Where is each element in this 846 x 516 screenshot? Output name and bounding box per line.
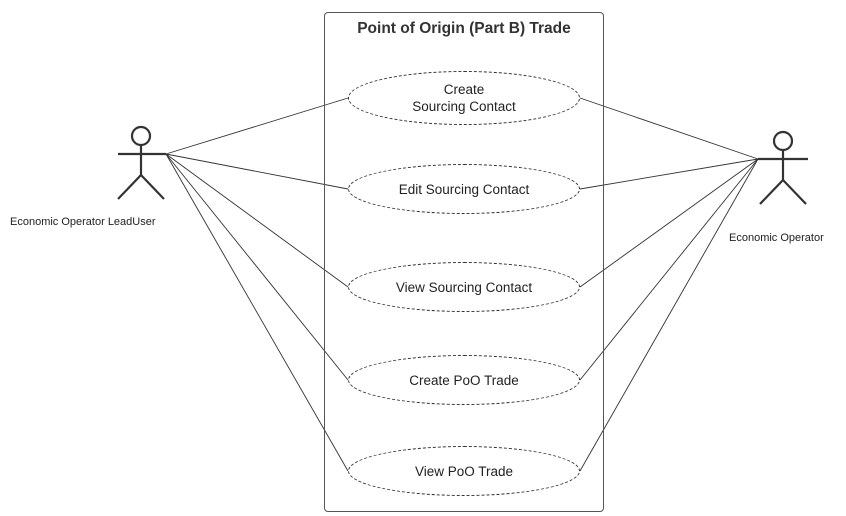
actor-operator-figure xyxy=(758,130,808,205)
actor-leaduser-label: Economic Operator LeadUser xyxy=(10,216,156,228)
usecase-edit-sourcing-contact-label: Edit Sourcing Contact xyxy=(398,181,530,197)
association-operator-view-sourcing-contact xyxy=(579,158,759,288)
association-operator-create-poo-trade xyxy=(579,158,759,381)
actor-operator-label: Economic Operator xyxy=(729,232,824,244)
usecase-create-poo-trade[interactable]: Create PoO Trade xyxy=(348,355,580,405)
association-operator-edit-sourcing-contact xyxy=(579,158,759,190)
actor-operator-left-leg xyxy=(759,179,784,205)
usecase-edit-sourcing-contact[interactable]: Edit Sourcing Contact xyxy=(348,164,580,214)
association-leaduser-create-poo-trade xyxy=(165,153,349,381)
actor-operator-head xyxy=(772,130,794,152)
actor-leaduser-right-leg xyxy=(140,174,165,200)
association-leaduser-edit-sourcing-contact xyxy=(165,153,349,190)
actor-leaduser-figure xyxy=(117,125,166,200)
usecase-view-sourcing-contact[interactable]: View Sourcing Contact xyxy=(348,262,580,312)
usecase-view-poo-trade-label: View PoO Trade xyxy=(414,463,514,479)
system-boundary: Point of Origin (Part B) Trade xyxy=(324,12,604,512)
association-leaduser-create-sourcing-contact xyxy=(165,97,349,155)
usecase-create-sourcing-contact[interactable]: Create Sourcing Contact xyxy=(348,71,580,125)
association-leaduser-view-sourcing-contact xyxy=(165,153,349,288)
usecase-view-poo-trade[interactable]: View PoO Trade xyxy=(348,446,580,496)
usecase-view-sourcing-contact-label: View Sourcing Contact xyxy=(395,279,533,295)
association-operator-create-sourcing-contact xyxy=(579,97,759,160)
usecase-create-poo-trade-label: Create PoO Trade xyxy=(409,372,519,388)
usecase-create-sourcing-contact-label: Create Sourcing Contact xyxy=(412,82,516,114)
actor-operator-right-leg xyxy=(782,179,807,205)
association-leaduser-view-poo-trade xyxy=(165,153,349,472)
association-operator-view-poo-trade xyxy=(579,158,759,472)
system-boundary-title: Point of Origin (Part B) Trade xyxy=(357,20,571,37)
actor-leaduser-left-leg xyxy=(117,174,142,200)
actor-leaduser-head xyxy=(130,125,152,147)
